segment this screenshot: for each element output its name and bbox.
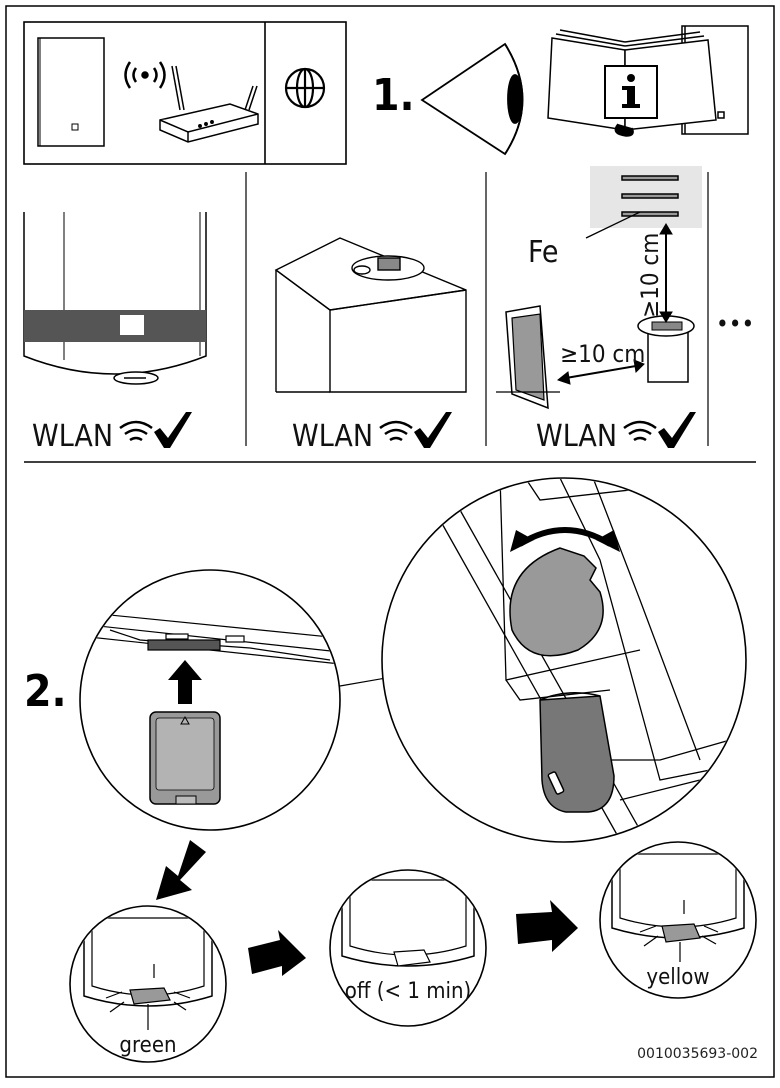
led-state-green: green <box>69 905 227 1063</box>
step2-number: 2. <box>24 666 67 717</box>
right-arrow-icon <box>248 930 306 976</box>
rotate-arrow-icon <box>510 527 620 552</box>
check-icon <box>154 412 192 448</box>
wlan-status-3: WLAN <box>536 412 696 454</box>
horizontal-distance-label: ≥10 cm <box>560 340 645 368</box>
led-label-off: off (< 1 min) <box>345 979 472 1004</box>
wlan-label: WLAN <box>32 419 113 454</box>
led-label-green: green <box>119 1033 176 1058</box>
wlan-label: WLAN <box>536 419 617 454</box>
check-icon <box>658 412 696 448</box>
step1-number: 1. <box>372 70 415 121</box>
page-frame <box>5 5 775 1078</box>
boiler-front-view <box>23 212 207 385</box>
network-requirement-box <box>23 21 347 165</box>
wifi-signal-icon <box>623 420 657 442</box>
right-arrow-icon <box>516 900 578 952</box>
boiler-icon <box>37 37 105 147</box>
wifi-signal-icon <box>119 420 153 442</box>
more-indicator: ••• <box>716 310 754 338</box>
led-state-yellow: yellow <box>599 841 757 999</box>
document-code: 0010035693-002 <box>637 1046 758 1062</box>
globe-icon <box>284 67 326 109</box>
wifi-module <box>149 711 221 805</box>
iron-label: Fe <box>528 235 559 270</box>
module-installed-detail <box>381 477 747 843</box>
rotating-flap <box>509 547 604 657</box>
wlan-label: WLAN <box>292 419 373 454</box>
led-state-off: off (< 1 min) <box>329 869 487 1027</box>
wlan-status-1: WLAN <box>32 412 192 454</box>
led-label-yellow: yellow <box>646 965 709 990</box>
down-left-arrow-icon <box>156 840 206 900</box>
boiler-top-view <box>274 237 467 393</box>
up-arrow-icon <box>168 660 202 704</box>
installed-module <box>539 692 615 813</box>
vertical-distance-label: ≥10 cm <box>636 233 664 318</box>
wlan-status-2: WLAN <box>292 412 452 454</box>
module-insertion-detail <box>79 569 341 831</box>
clearance-illustration <box>496 166 702 410</box>
wifi-waves-icon <box>124 61 166 89</box>
eye-icon <box>420 42 524 156</box>
router-icon <box>159 65 259 143</box>
connector-line <box>339 677 387 687</box>
check-icon <box>414 412 452 448</box>
manual-info-icon <box>547 25 749 137</box>
wifi-signal-icon <box>379 420 413 442</box>
